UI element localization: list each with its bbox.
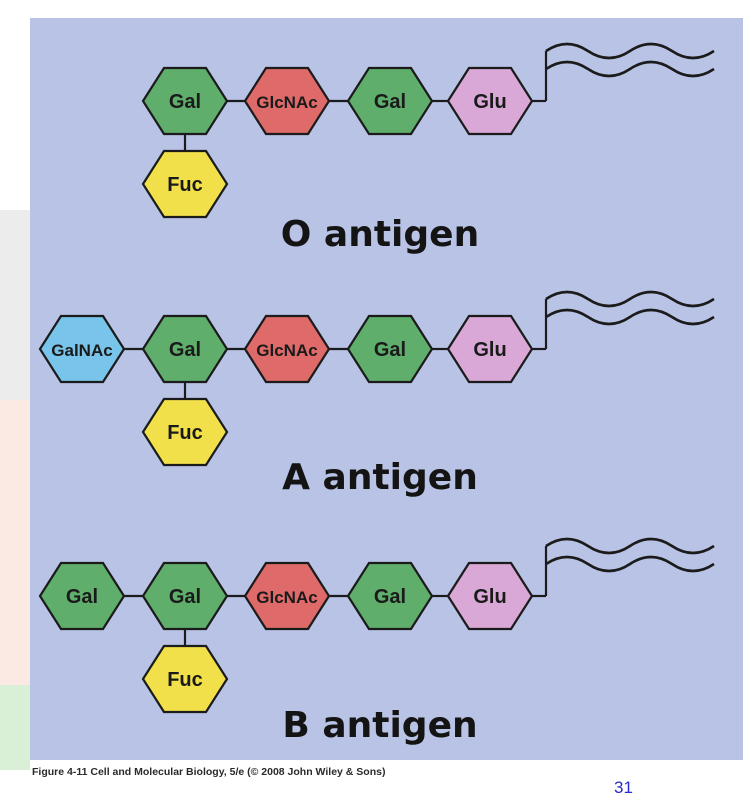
b-antigen-fuc-branch: Fuc [141, 644, 229, 714]
a-antigen-gal-3-label: Gal [374, 339, 406, 361]
a-antigen-glcnac-2-label: GlcNAc [256, 341, 317, 360]
a-antigen-fuc-branch: Fuc [141, 397, 229, 467]
b-antigen-gal-0-label: Gal [66, 586, 98, 608]
a-antigen-glu-4-label: Glu [473, 339, 506, 361]
o-antigen-gal-0: Gal [141, 66, 229, 136]
b-antigen-lipid-wave-1 [545, 555, 715, 573]
a-antigen-glcnac-2: GlcNAc [243, 314, 331, 384]
o-antigen-glu-3: Glu [446, 66, 534, 136]
a-antigen-gal-3: Gal [346, 314, 434, 384]
b-antigen-gal-3: Gal [346, 561, 434, 631]
left-margin-green [0, 685, 30, 770]
b-antigen-gal-3-label: Gal [374, 586, 406, 608]
a-antigen-lipid-wave-0 [545, 290, 715, 308]
o-antigen-lipid-wave-0 [545, 42, 715, 60]
left-margin-pink [0, 400, 30, 685]
a-antigen-fuc-branch-label: Fuc [167, 422, 203, 444]
a-antigen-galnac-0: GalNAc [38, 314, 126, 384]
b-antigen-glcnac-2-label: GlcNAc [256, 588, 317, 607]
figure-caption: Figure 4-11 Cell and Molecular Biology, … [32, 766, 386, 778]
o-antigen-glu-3-label: Glu [473, 91, 506, 113]
o-antigen-gal-0-label: Gal [169, 91, 201, 113]
o-antigen-glcnac-1: GlcNAc [243, 66, 331, 136]
a-antigen-lipid-wave-1 [545, 308, 715, 326]
b-antigen-gal-1-label: Gal [169, 586, 201, 608]
a-antigen-gal-1-label: Gal [169, 339, 201, 361]
left-margin-grey [0, 210, 30, 400]
o-antigen-gal-2: Gal [346, 66, 434, 136]
figure-panel [30, 18, 743, 760]
o-antigen-lipid-wave-1 [545, 60, 715, 78]
a-antigen-galnac-0-label: GalNAc [51, 341, 112, 360]
b-antigen-gal-1: Gal [141, 561, 229, 631]
b-antigen-glu-4: Glu [446, 561, 534, 631]
o-antigen-gal-2-label: Gal [374, 91, 406, 113]
o-antigen-fuc-branch-label: Fuc [167, 174, 203, 196]
b-antigen-glu-4-label: Glu [473, 586, 506, 608]
b-antigen-glcnac-2: GlcNAc [243, 561, 331, 631]
o-antigen-title: O antigen [280, 214, 480, 255]
a-antigen-gal-1: Gal [141, 314, 229, 384]
a-antigen-glu-4: Glu [446, 314, 534, 384]
b-antigen-title: B antigen [282, 705, 478, 746]
b-antigen-gal-0: Gal [38, 561, 126, 631]
page-number: 31 [614, 778, 633, 797]
a-antigen-title: A antigen [282, 457, 478, 498]
o-antigen-fuc-branch: Fuc [141, 149, 229, 219]
b-antigen-fuc-branch-label: Fuc [167, 669, 203, 691]
b-antigen-lipid-wave-0 [545, 537, 715, 555]
o-antigen-glcnac-1-label: GlcNAc [256, 93, 317, 112]
